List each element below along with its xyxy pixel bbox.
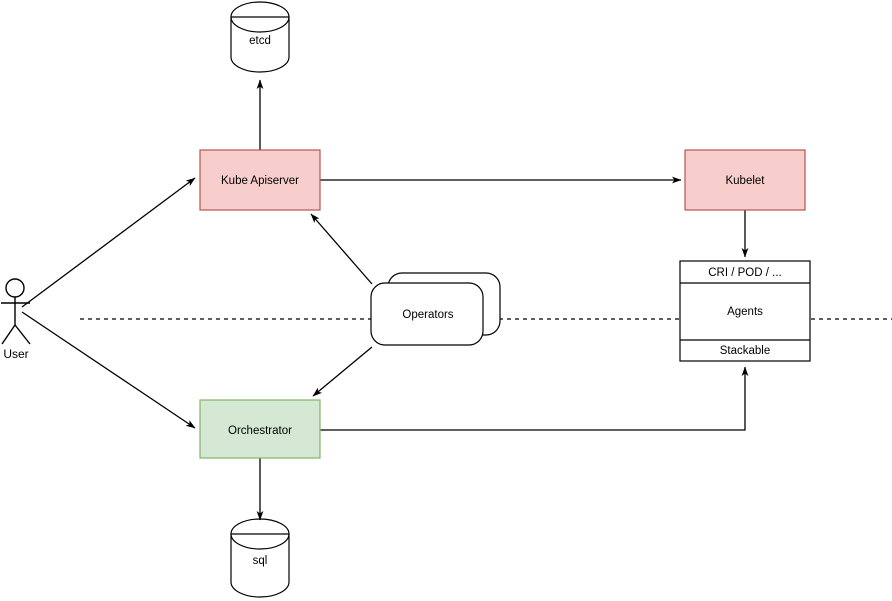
edge-user-to-kube-apiserver bbox=[21, 177, 196, 308]
node-kubelet[interactable]: Kubelet bbox=[684, 149, 806, 211]
node-orchestrator-label: Orchestrator bbox=[228, 425, 292, 437]
node-operators[interactable]: Operators bbox=[370, 272, 501, 346]
node-orchestrator[interactable]: Orchestrator bbox=[199, 399, 321, 459]
edge-operators-to-kube-apiserver bbox=[310, 213, 373, 285]
node-etcd-label: etcd bbox=[249, 35, 271, 47]
node-agents-band-stackable-label: Stackable bbox=[720, 345, 771, 357]
node-agents-band-agents-label: Agents bbox=[727, 306, 763, 318]
actor-user-head-icon bbox=[5, 278, 25, 298]
edge-user-to-orchestrator bbox=[21, 311, 196, 429]
node-agents-band-cri-label: CRI / POD / ... bbox=[708, 267, 781, 279]
node-etcd[interactable]: etcd bbox=[230, 1, 290, 73]
node-operators-label: Operators bbox=[402, 309, 453, 321]
edge-orchestrator-to-stackable bbox=[320, 366, 749, 431]
actor-user-leg-right-icon bbox=[14, 324, 31, 345]
node-kube-apiserver[interactable]: Kube Apiserver bbox=[199, 149, 321, 211]
actor-user-leg-left-icon bbox=[1, 324, 16, 345]
node-sql-label: sql bbox=[253, 555, 268, 567]
edge-operators-to-orchestrator bbox=[312, 346, 373, 397]
node-sql[interactable]: sql bbox=[230, 518, 290, 598]
node-kubelet-label: Kubelet bbox=[725, 175, 765, 187]
actor-user-label: User bbox=[3, 347, 28, 361]
node-agents-stack[interactable]: CRI / POD / ... Agents Stackable bbox=[679, 260, 811, 362]
actor-user[interactable]: User bbox=[1, 278, 31, 361]
node-kube-apiserver-label: Kube Apiserver bbox=[221, 175, 299, 187]
